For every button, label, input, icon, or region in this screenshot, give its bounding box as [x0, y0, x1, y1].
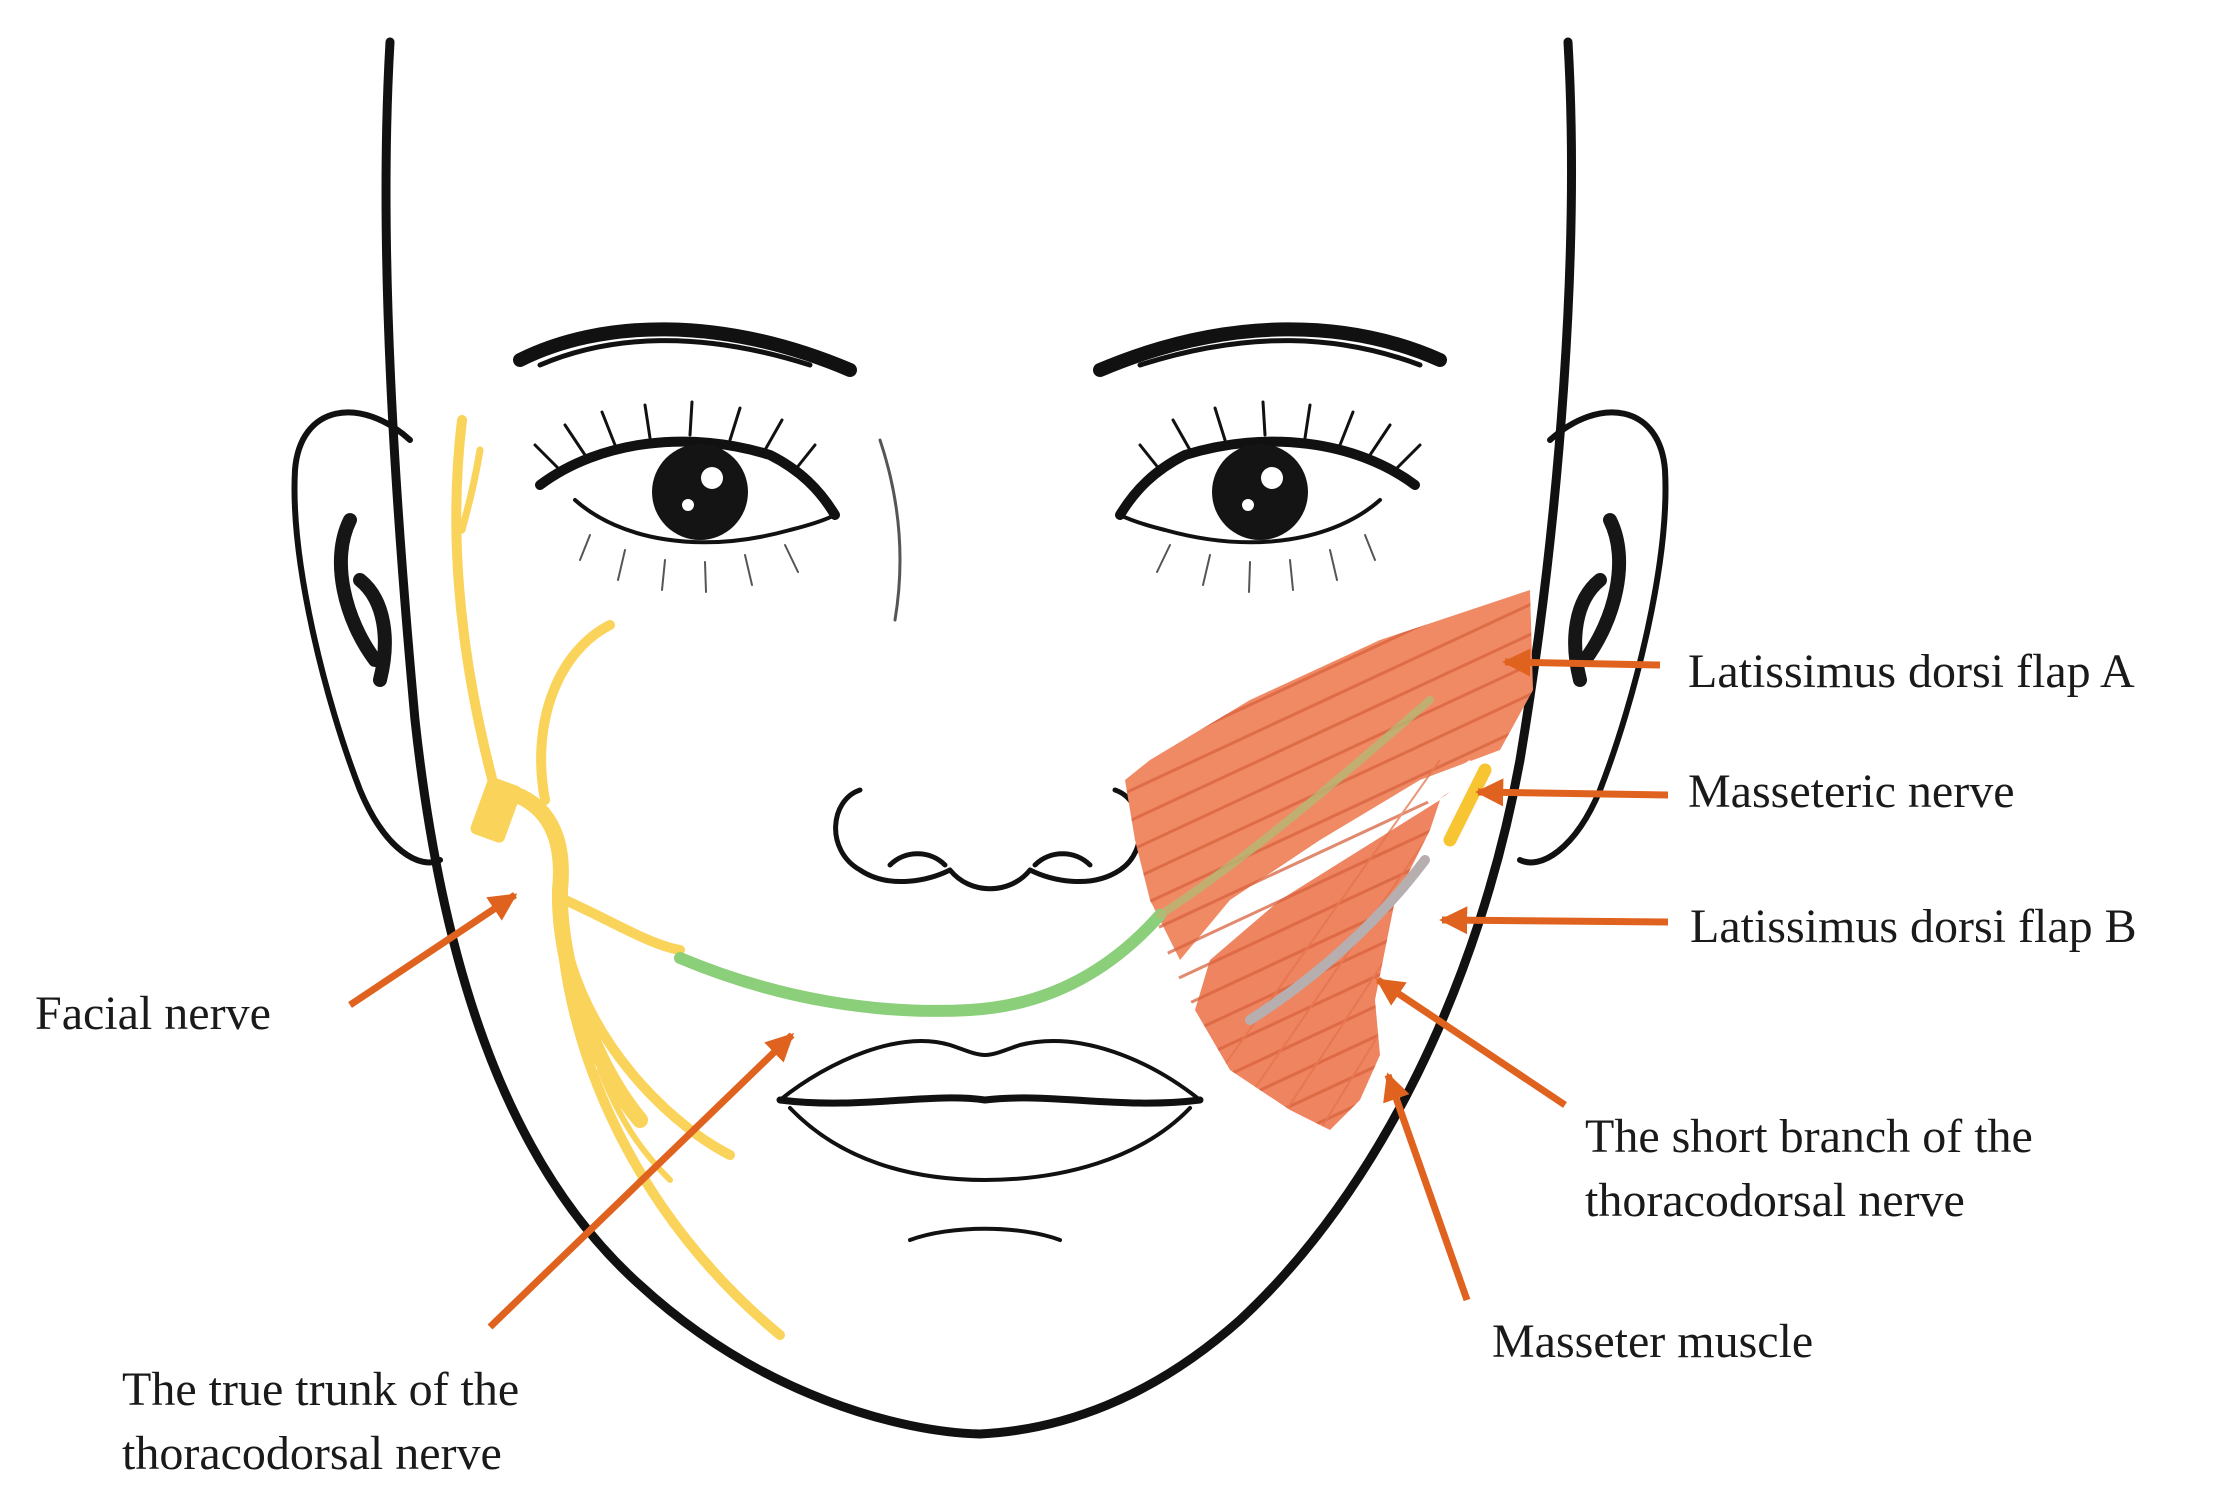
label-true-trunk-thoracodorsal-nerve: The true trunk of the thoracodorsal nerv… [122, 1358, 519, 1486]
right-ear-inner [1568, 513, 1627, 687]
nose [833, 787, 1143, 892]
label-masseter-muscle: Masseter muscle [1492, 1315, 1814, 1368]
chin-line [908, 1226, 1062, 1242]
facial-nerve-origin [470, 777, 522, 843]
facial-nerve-temporal-twig [458, 446, 484, 534]
left-lower-lashes [579, 534, 799, 593]
nerves [451, 415, 1492, 1340]
thoracodorsal-true-trunk-on-flap [1156, 696, 1434, 919]
facial-nerve-buccal-branch [560, 895, 685, 955]
arrow-masseter-muscle [1383, 1072, 1471, 1302]
left-eye-highlight [701, 467, 723, 489]
left-ear-inner [333, 513, 392, 687]
label-true-trunk-line-1: The true trunk of the [122, 1363, 520, 1416]
left-lashes [533, 400, 817, 472]
face-outline [291, 37, 1669, 1439]
left-lower-eyelid [573, 498, 837, 545]
right-lower-lashes [1156, 534, 1376, 593]
right-face-contour [975, 37, 1576, 1439]
right-eye-highlight [1261, 467, 1283, 489]
lip-line [776, 1094, 1204, 1107]
right-iris [1212, 444, 1308, 540]
right-upper-eyelid [1115, 436, 1420, 520]
arrow-facial-nerve [348, 892, 518, 1008]
right-ear [1517, 409, 1669, 866]
facial-nerve-cervical-branch [555, 895, 785, 1340]
label-short-branch-line-1: The short branch of the [1585, 1110, 2033, 1163]
left-eye-highlight-small [682, 499, 694, 511]
right-lower-eyelid [1118, 498, 1382, 545]
arrow-masseteric-nerve [1475, 778, 1669, 807]
right-lashes [1138, 400, 1422, 472]
pointer-arrows [348, 648, 1669, 1330]
arrow-latissimus-flap-b [1439, 906, 1669, 935]
right-eyebrow-hair [1137, 338, 1423, 368]
left-iris [652, 444, 748, 540]
arrow-true-trunk [487, 1032, 795, 1330]
left-upper-eyelid [535, 436, 840, 520]
arrow-short-branch [1375, 977, 1567, 1108]
flap-gap [1420, 760, 1475, 805]
label-short-branch-line-2: thoracodorsal nerve [1585, 1174, 1965, 1227]
facial-nerve-zygomatic-branch [536, 620, 615, 805]
right-eye-highlight-small [1242, 499, 1254, 511]
label-latissimus-dorsi-flap-a: Latissimus dorsi flap A [1688, 645, 2135, 698]
nostrils [887, 851, 1093, 868]
facial-nerve-temporal-branch [451, 415, 500, 795]
facial-nerve [451, 415, 785, 1340]
label-masseteric-nerve: Masseteric nerve [1688, 765, 2015, 818]
nose-bridge [878, 438, 902, 622]
upper-lip [778, 1039, 1202, 1102]
label-short-branch-thoracodorsal-nerve: The short branch of the thoracodorsal ne… [1585, 1105, 2033, 1233]
left-eyebrow-hair [537, 338, 813, 368]
left-face-contour [381, 37, 985, 1439]
thoracodorsal-short-branch [1245, 855, 1430, 1025]
thoracodorsal-true-trunk [674, 909, 1166, 1017]
left-eyebrow [513, 322, 857, 377]
facial-nerve-mandibular-branch [565, 955, 735, 1160]
label-facial-nerve: Facial nerve [35, 987, 271, 1040]
arrow-latissimus-flap-a [1502, 648, 1661, 677]
left-ear [291, 409, 443, 866]
label-true-trunk-line-2: thoracodorsal nerve [122, 1427, 502, 1480]
latissimus-flaps [1125, 590, 1533, 1130]
label-latissimus-dorsi-flap-b: Latissimus dorsi flap B [1690, 900, 2137, 953]
right-eyebrow [1093, 322, 1447, 377]
lower-lip [788, 1106, 1192, 1182]
eyes [652, 444, 1308, 540]
facial-nerve-cervical-twig [597, 1067, 673, 1183]
